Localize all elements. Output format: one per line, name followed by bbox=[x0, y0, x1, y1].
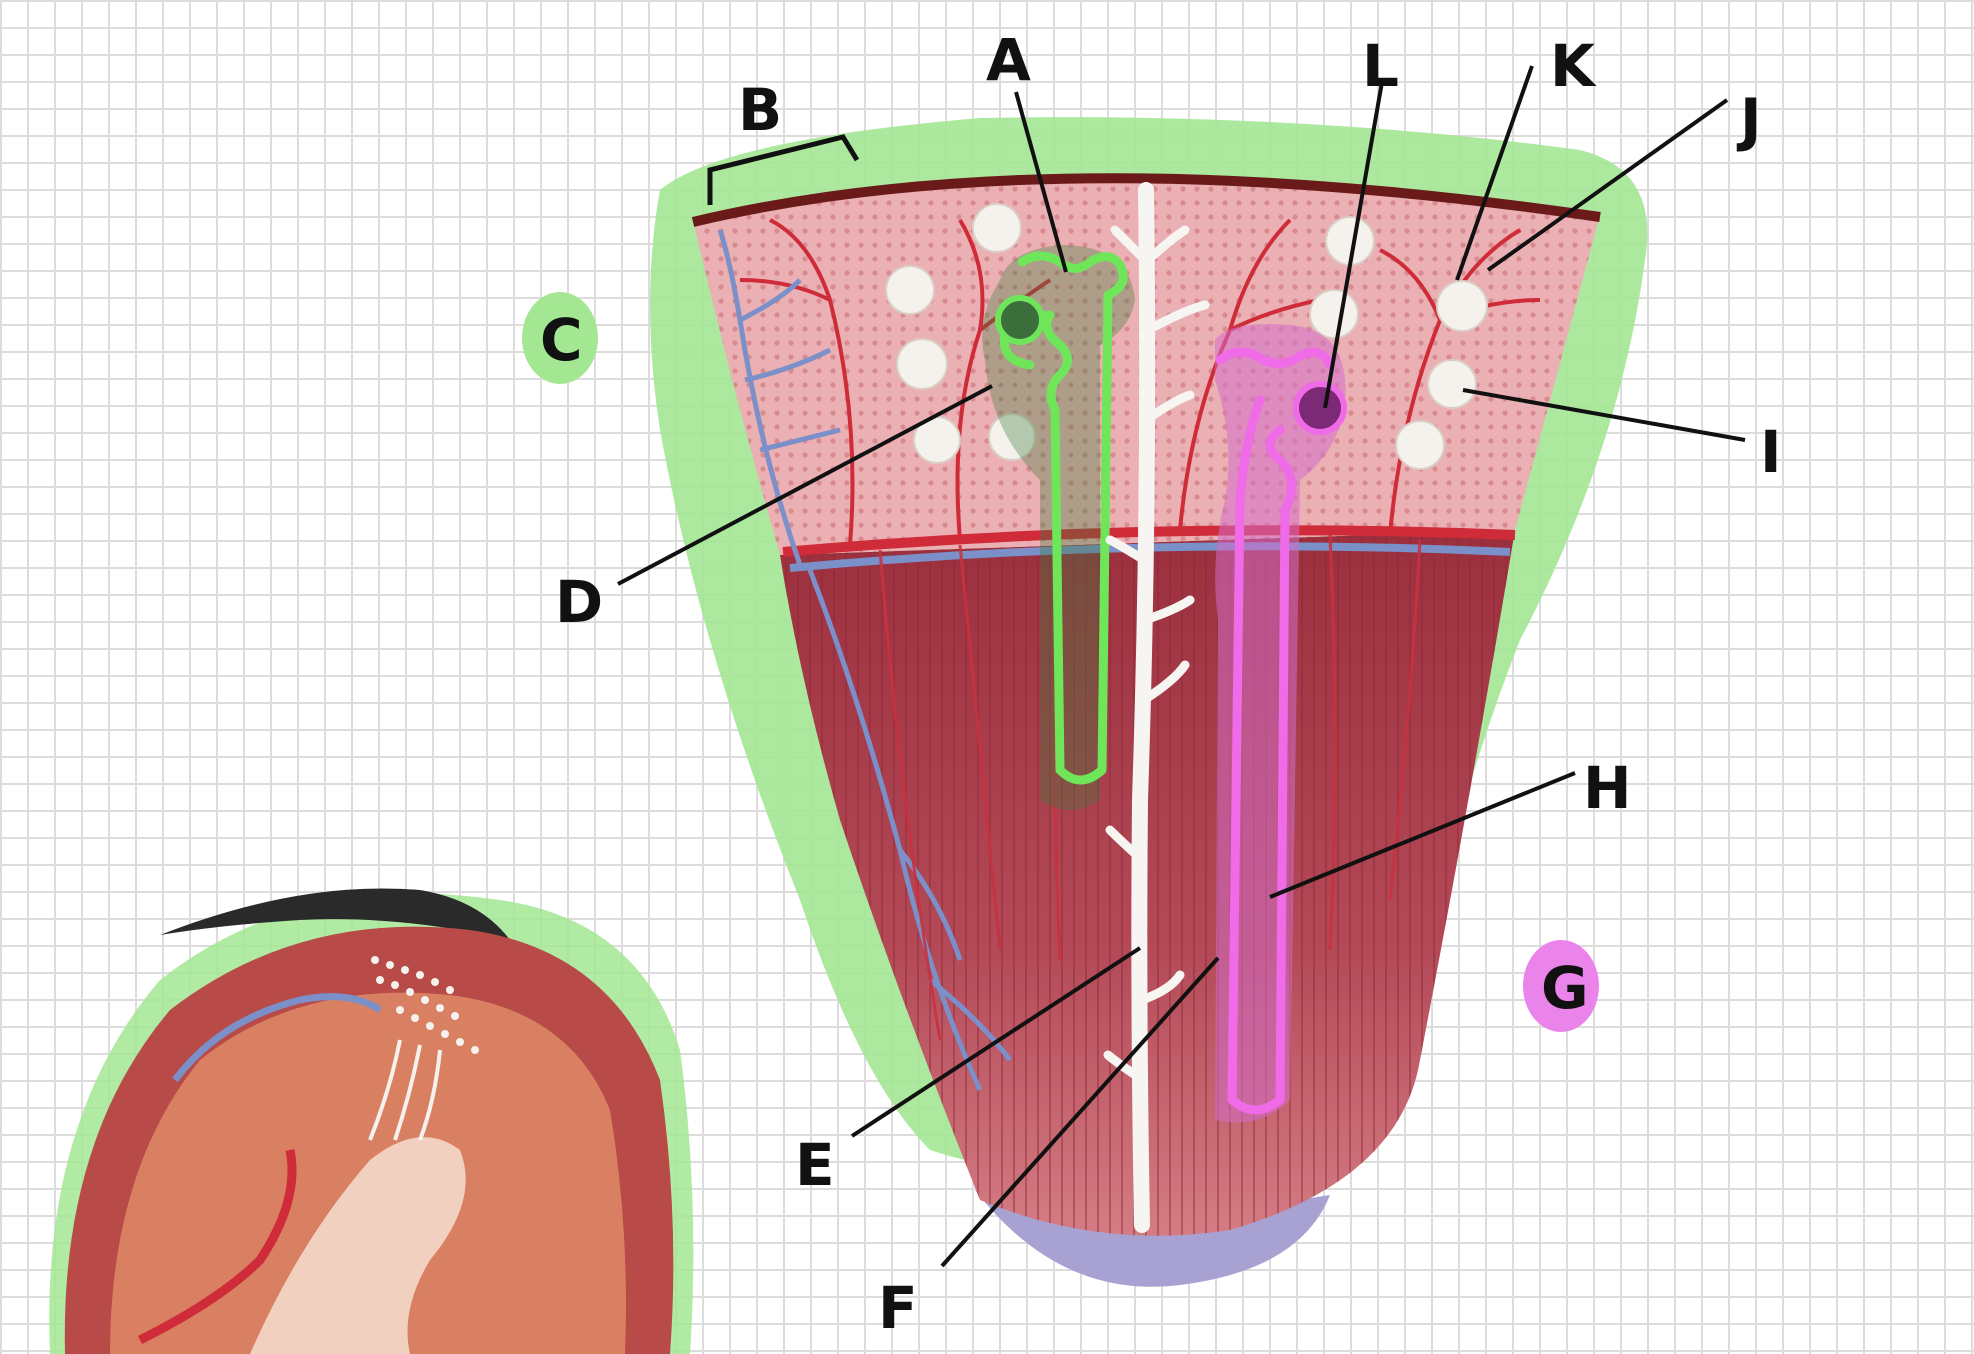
cortical-glomerulus bbox=[995, 295, 1045, 345]
leader-line-d bbox=[617, 384, 993, 586]
label-h: H bbox=[1583, 754, 1632, 822]
leader-line-h bbox=[1269, 771, 1576, 899]
leader-line-i bbox=[1462, 388, 1746, 442]
kidney-inset bbox=[49, 888, 694, 1354]
leader-line-e bbox=[850, 946, 1142, 1138]
medulla-striations bbox=[780, 530, 1515, 1236]
label-g: G bbox=[1541, 954, 1589, 1022]
leader-line-f bbox=[940, 956, 1220, 1268]
label-c: C bbox=[540, 306, 583, 374]
label-c-highlight bbox=[522, 292, 598, 384]
label-g-highlight bbox=[1523, 940, 1599, 1032]
leader-lines bbox=[617, 65, 1746, 1268]
cortical-venules bbox=[717, 229, 1012, 1092]
renal-capsule bbox=[691, 173, 1601, 227]
label-l: L bbox=[1362, 32, 1399, 100]
bracket-b bbox=[707, 134, 860, 205]
label-a: A bbox=[986, 26, 1031, 94]
leader-line-k bbox=[1455, 65, 1534, 281]
label-d: D bbox=[555, 568, 603, 636]
label-i: I bbox=[1760, 418, 1782, 486]
label-f: F bbox=[878, 1274, 918, 1342]
renal-corpuscles bbox=[885, 203, 1488, 470]
label-j: J bbox=[1736, 86, 1762, 154]
leader-line-j bbox=[1486, 98, 1729, 272]
label-b: B bbox=[738, 76, 782, 144]
leader-line-a bbox=[1014, 91, 1068, 273]
label-k: K bbox=[1550, 32, 1597, 100]
juxtamedullary-glomerulus bbox=[1293, 381, 1347, 435]
label-e: E bbox=[795, 1131, 835, 1199]
juxtamedullary-nephron-tubule bbox=[1215, 347, 1335, 1115]
leader-line-l bbox=[1323, 81, 1384, 409]
cortical-arterioles bbox=[739, 218, 1541, 546]
